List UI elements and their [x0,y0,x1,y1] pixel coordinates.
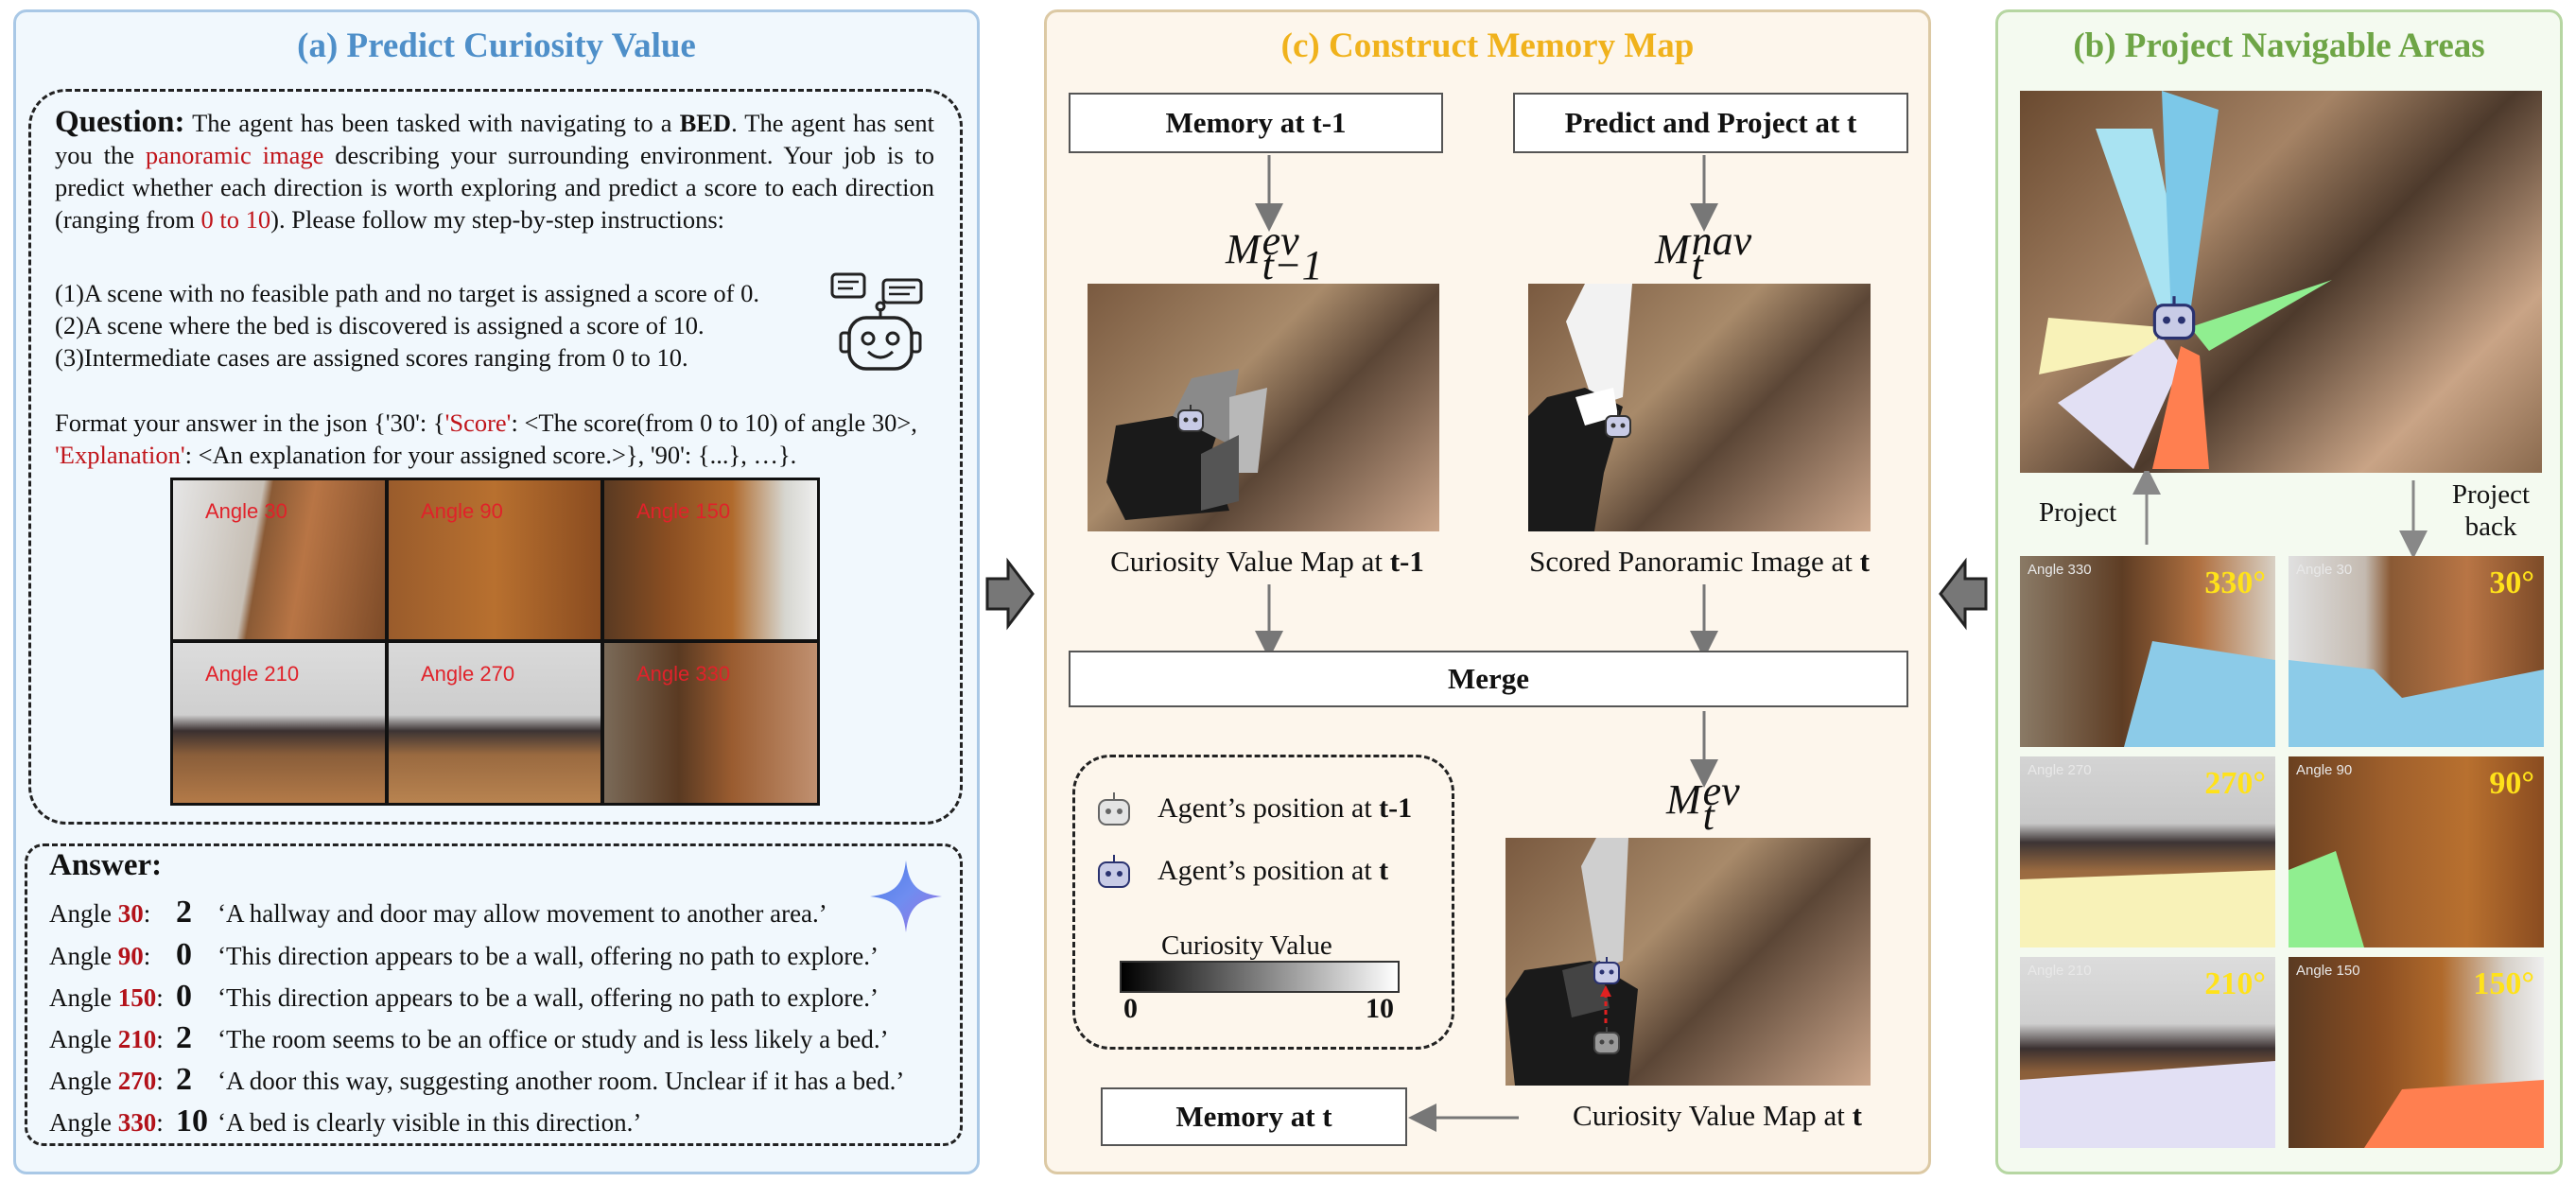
rule-2: (2)A scene where the bed is discovered i… [55,311,705,339]
pano-image-270: Angle 270 [389,643,600,803]
project-label: Project [2039,497,2117,528]
colorbar-title: Curiosity Value [1161,930,1332,961]
pano-image-90: Angle 90 [389,480,600,639]
project-back-label: Project back [2451,479,2531,542]
legend-agent-now: Agent’s position at t [1157,855,1389,886]
view-270: Angle 270 270° [2020,756,2275,947]
rule-1: (1)A scene with no feasible path and no … [55,279,759,307]
answer-row: Angle 30:2‘A hallway and door may allow … [49,895,827,930]
answer-row: Angle 150:0‘This direction appears to be… [49,979,879,1014]
panoramic-grid: Angle 30 Angle 90 Angle 150 Angle 210 An… [170,478,820,806]
project-arrows [2132,471,2428,556]
predict-project-box: Predict and Project at t [1513,93,1908,153]
flow-arrows [1255,155,1718,1132]
caption-scored-panoramic: Scored Panoramic Image at t [1529,545,1870,578]
question-text: Question: The agent has been tasked with… [55,105,935,234]
answer-row: Angle 90:0‘This direction appears to be … [49,937,879,972]
view-210: Angle 210 210° [2020,957,2275,1148]
colorbar-min: 0 [1123,993,1138,1024]
sparkle-icon [870,860,942,932]
arrow-left-icon [1939,557,1988,631]
curiosity-map-now [1506,838,1871,1086]
caption-curiosity-prev: Curiosity Value Map at t-1 [1110,545,1424,578]
arrow-right-icon [985,557,1035,631]
colorbar [1120,961,1400,993]
agent-robot-icon [1177,405,1204,432]
pano-image-150: Angle 150 [604,480,817,639]
agent-robot-icon [1593,957,1620,984]
agent-prev-robot-icon [1593,1027,1620,1054]
scored-panoramic-map [1528,284,1871,531]
merge-box: Merge [1069,651,1908,707]
pano-image-330: Angle 330 [604,643,817,803]
legend-agent-prev: Agent’s position at t-1 [1157,792,1413,824]
memory-now-box: Memory at t [1101,1087,1407,1146]
question-box [28,89,963,825]
pano-image-30: Angle 30 [173,480,385,639]
format-text: Format your answer in the json {'30': {'… [55,408,917,469]
rule-list: (1)A scene with no feasible path and no … [55,277,759,374]
question-label: Question: [55,105,185,139]
view-30: Angle 30 30° [2289,556,2544,747]
memory-prev-box: Memory at t-1 [1069,93,1443,153]
answer-label: Answer: [49,848,163,882]
answer-row: Angle 210:2‘The room seems to be an offi… [49,1020,889,1055]
agent-robot-icon [1605,410,1631,438]
panel-b-title: (b) Project Navigable Areas [2073,26,2485,65]
caption-curiosity-now: Curiosity Value Map at t [1573,1099,1862,1132]
view-330: Angle 330 330° [2020,556,2275,747]
pano-image-210: Angle 210 [173,643,385,803]
agent-prev-icon [1098,792,1130,826]
agent-now-icon [1098,855,1130,888]
answer-row: Angle 330:10‘A bed is clearly visible in… [49,1104,642,1139]
view-150: Angle 150 150° [2289,957,2544,1148]
panel-a-title: (a) Predict Curiosity Value [297,26,696,65]
legend-box [1072,755,1454,1050]
agent-robot-icon [2152,296,2196,340]
answer-row: Angle 270:2‘A door this way, suggesting … [49,1062,905,1097]
colorbar-max: 10 [1366,993,1394,1024]
curiosity-map-prev [1088,284,1439,531]
rule-3: (3)Intermediate cases are assigned score… [55,343,688,372]
panel-c-title: (c) Construct Memory Map [1280,26,1695,65]
navigable-area-map [2020,91,2542,473]
answer-box [25,843,963,1146]
robot-chat-icon [830,272,923,371]
view-90: Angle 90 90° [2289,756,2544,947]
